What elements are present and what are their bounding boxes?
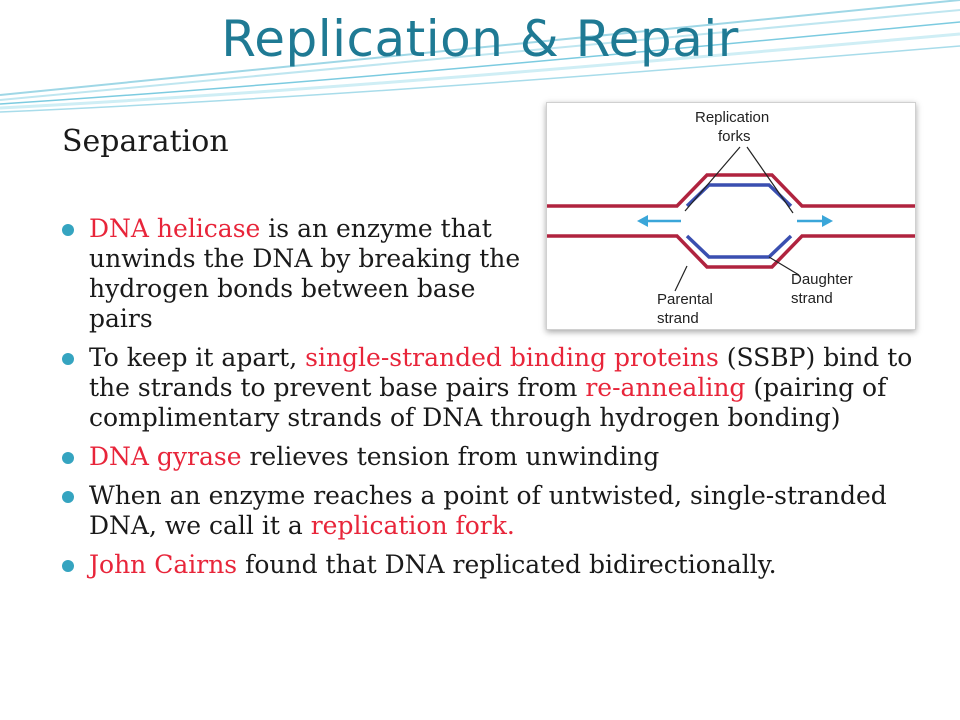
bullet-text: When an enzyme reaches a point of untwis…: [89, 481, 887, 540]
parental-strand-top: [547, 173, 915, 208]
bullet-replication-fork: When an enzyme reaches a point of untwis…: [62, 481, 922, 541]
daughter-strand-label-line1: Daughter: [791, 271, 853, 288]
highlight-term: DNA gyrase: [89, 442, 242, 471]
bullet-dot: [62, 452, 74, 464]
highlight-term: John Cairns: [89, 550, 238, 579]
bullet-text: To keep it apart,: [89, 343, 306, 372]
bullet-cairns: John Cairns found that DNA replicated bi…: [62, 550, 922, 580]
bullet-text: (pairing of complimentary strands of DNA…: [89, 373, 887, 432]
bullet-text: relieves tension from unwinding: [241, 442, 660, 471]
replication-forks-label-line1: Replication: [695, 109, 770, 126]
bullet-text: found that DNA replicated bidirectionall…: [237, 550, 777, 579]
parental-strand-label-line1: Parental: [657, 291, 713, 308]
bullet-dot: [62, 491, 74, 503]
section-subtitle: Separation: [62, 124, 229, 159]
daughter-strand-label-line2: strand: [791, 290, 833, 307]
daughter-strand-bottom: [685, 234, 793, 259]
replication-fork-diagram: Replication forks Daughter strand Parent…: [546, 102, 916, 330]
bullet-list: DNA helicase is an enzyme that unwinds t…: [62, 214, 922, 589]
bullet-text: is an enzyme that unwinds the DNA by bre…: [89, 214, 521, 333]
parental-strand-bottom: [547, 234, 915, 269]
header-swoosh: [0, 0, 960, 113]
replication-forks-label-line2: forks: [718, 128, 751, 145]
bullet-gyrase: DNA gyrase relieves tension from unwindi…: [62, 442, 922, 472]
parental-strand-label-line2: strand: [657, 310, 699, 327]
bullet-dot: [62, 224, 74, 236]
bullet-text: (SSBP) bind to the strands to prevent ba…: [89, 343, 913, 402]
page-title: Replication & Repair: [221, 10, 739, 68]
highlight-term: replication fork.: [310, 511, 515, 540]
bullet-dot: [62, 560, 74, 572]
highlight-term: single-stranded binding proteins: [305, 343, 719, 372]
highlight-term: DNA helicase: [89, 214, 261, 243]
bullet-helicase: DNA helicase is an enzyme that unwinds t…: [62, 214, 529, 334]
bullet-ssbp: To keep it apart, single-stranded bindin…: [62, 343, 922, 433]
bullet-dot: [62, 353, 74, 365]
highlight-term: re-annealing: [585, 373, 746, 402]
